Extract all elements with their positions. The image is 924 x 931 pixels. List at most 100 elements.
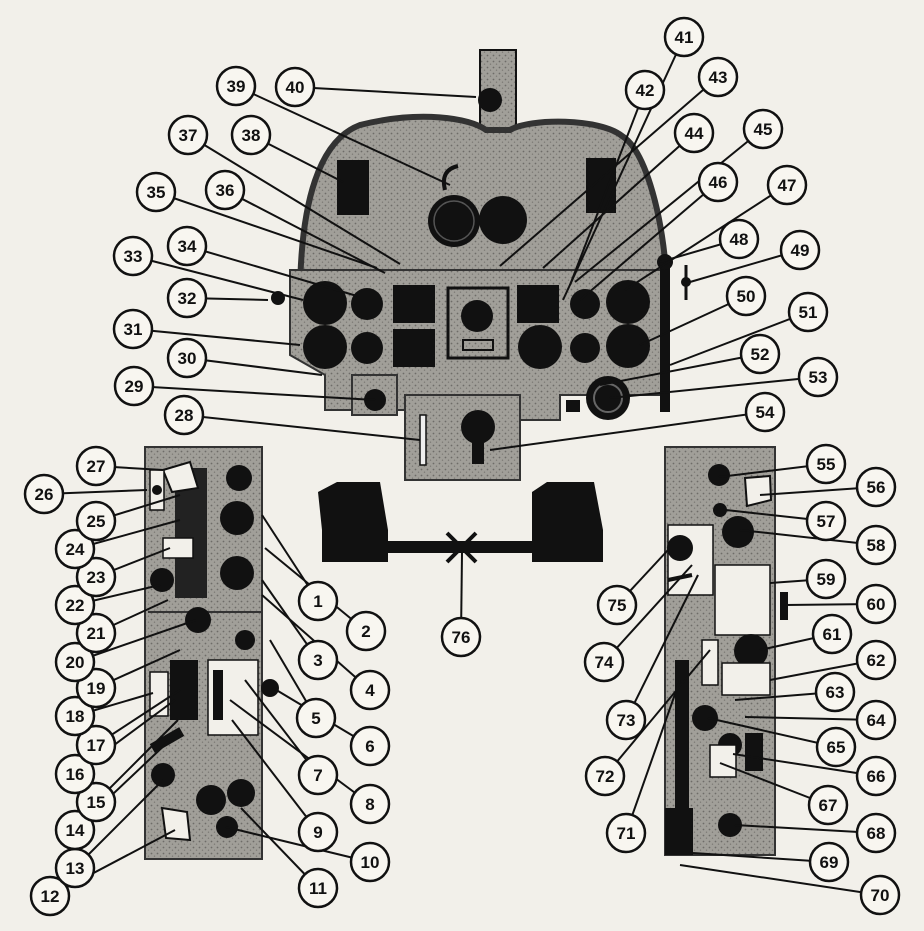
callout-number: 18 bbox=[66, 707, 85, 726]
pointer-10 bbox=[225, 826, 371, 863]
callout-bubble bbox=[583, 641, 625, 683]
callout-bubble bbox=[113, 365, 155, 407]
callout-75: 75 bbox=[596, 584, 638, 626]
callout-number: 71 bbox=[617, 824, 636, 843]
main-instrument-panel bbox=[271, 49, 691, 481]
callout-number: 17 bbox=[87, 736, 106, 755]
callout-bubble bbox=[814, 671, 856, 713]
callout-number: 54 bbox=[756, 403, 775, 422]
gauge-51 bbox=[570, 333, 600, 363]
pointer-72 bbox=[604, 649, 711, 777]
callout-30: 30 bbox=[166, 337, 208, 379]
pointer-20 bbox=[74, 619, 197, 663]
side-rail bbox=[660, 262, 670, 412]
callout-56: 56 bbox=[855, 466, 897, 508]
callout-bubble bbox=[624, 69, 666, 111]
gyro-horizon bbox=[461, 300, 493, 332]
callout-bubble bbox=[349, 725, 391, 767]
callout-number: 56 bbox=[867, 478, 886, 497]
pointer-29 bbox=[133, 385, 376, 401]
pointer-37 bbox=[187, 134, 401, 265]
callout-44: 44 bbox=[673, 112, 715, 154]
pointer-47 bbox=[624, 184, 788, 291]
callout-bubble bbox=[779, 229, 821, 271]
callout-bubble bbox=[725, 275, 767, 317]
callout-number: 13 bbox=[66, 859, 85, 878]
callout-32: 32 bbox=[166, 277, 208, 319]
callout-bubble bbox=[349, 841, 391, 883]
callout-number: 72 bbox=[596, 767, 615, 786]
callout-number: 26 bbox=[35, 485, 54, 504]
callout-number: 30 bbox=[178, 349, 197, 368]
square-gauge-lower-left bbox=[393, 329, 435, 367]
gauge-33 bbox=[303, 281, 347, 325]
callout-bubble bbox=[584, 755, 626, 797]
callout-number: 57 bbox=[817, 512, 836, 531]
callout-number: 67 bbox=[819, 796, 838, 815]
callout-number: 43 bbox=[709, 68, 728, 87]
callout-53: 53 bbox=[797, 356, 839, 398]
callout-number: 52 bbox=[751, 345, 770, 364]
pointer-73 bbox=[625, 574, 699, 721]
square-gauge-upper-left bbox=[393, 285, 435, 323]
pointer-44 bbox=[542, 132, 695, 269]
callout-7: 7 bbox=[297, 754, 339, 796]
callout-bubble bbox=[135, 171, 177, 213]
callout-number: 32 bbox=[178, 289, 197, 308]
callout-bubble bbox=[787, 291, 829, 333]
callout-42: 42 bbox=[624, 69, 666, 111]
callout-number: 7 bbox=[313, 766, 322, 785]
callout-60: 60 bbox=[855, 583, 897, 625]
callout-number: 41 bbox=[675, 28, 694, 47]
pointer-41 bbox=[562, 36, 685, 301]
gauge-30 bbox=[351, 332, 383, 364]
callout-number: 55 bbox=[817, 455, 836, 474]
callout-bubble bbox=[855, 639, 897, 681]
callout-bubble bbox=[855, 812, 897, 854]
callout-50: 50 bbox=[725, 275, 767, 317]
callout-number: 25 bbox=[87, 512, 106, 531]
callout-bubble bbox=[808, 841, 850, 883]
callout-number: 46 bbox=[709, 173, 728, 192]
callout-bubble bbox=[75, 724, 117, 766]
callout-13: 13 bbox=[54, 847, 96, 889]
callout-bubble bbox=[75, 556, 117, 598]
callout-bubble bbox=[112, 308, 154, 350]
callout-bubble bbox=[805, 558, 847, 600]
callout-37: 37 bbox=[167, 114, 209, 156]
callout-bubble bbox=[815, 726, 857, 768]
callout-67: 67 bbox=[807, 784, 849, 826]
pointer-46 bbox=[579, 181, 719, 301]
callout-bubble bbox=[75, 445, 117, 487]
callout-14: 14 bbox=[54, 809, 96, 851]
callout-number: 65 bbox=[827, 738, 846, 757]
callout-27: 27 bbox=[75, 445, 117, 487]
callout-bubble bbox=[766, 164, 808, 206]
callout-17: 17 bbox=[75, 724, 117, 766]
callout-bubble bbox=[54, 584, 96, 626]
pointer-68 bbox=[734, 824, 877, 834]
pointer-33 bbox=[132, 255, 304, 301]
callout-bubble bbox=[112, 235, 154, 277]
pedestal-knob bbox=[461, 410, 495, 444]
callout-34: 34 bbox=[166, 225, 208, 267]
callout-number: 39 bbox=[227, 77, 246, 96]
right-console bbox=[664, 446, 788, 856]
callout-22: 22 bbox=[54, 584, 96, 626]
callout-51: 51 bbox=[787, 291, 829, 333]
pointer-64 bbox=[744, 716, 877, 721]
callout-number: 21 bbox=[87, 624, 106, 643]
callout-number: 45 bbox=[754, 120, 773, 139]
callout-63: 63 bbox=[814, 671, 856, 713]
callout-58: 58 bbox=[855, 524, 897, 566]
callout-bubble bbox=[673, 112, 715, 154]
callout-bubble bbox=[167, 114, 209, 156]
callout-number: 3 bbox=[313, 651, 322, 670]
callout-bubble bbox=[596, 584, 638, 626]
callout-35: 35 bbox=[135, 171, 177, 213]
callout-number: 10 bbox=[361, 853, 380, 872]
pointer-31 bbox=[132, 328, 301, 346]
callout-bubble bbox=[297, 867, 339, 909]
callout-number: 24 bbox=[66, 540, 85, 559]
